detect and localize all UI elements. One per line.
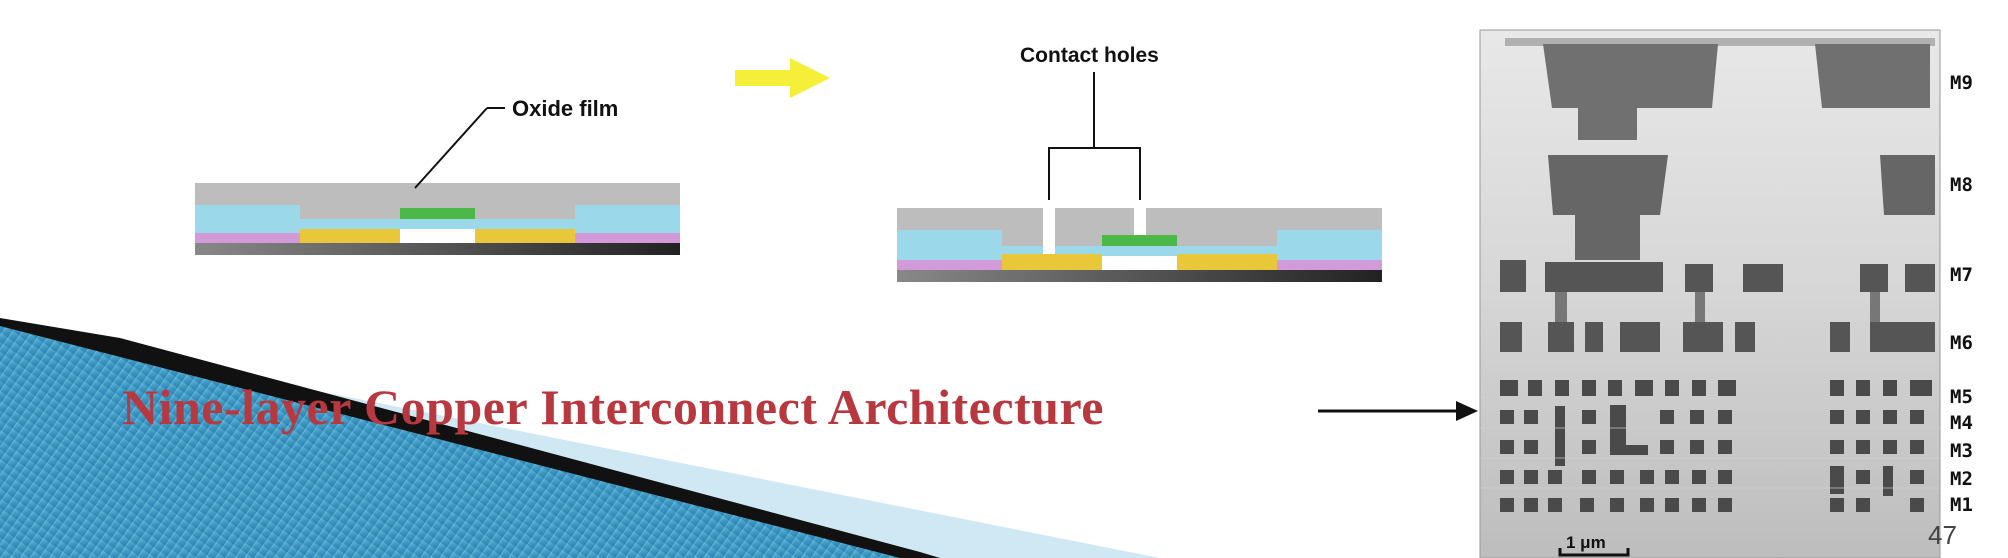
contact-holes-label: Contact holes <box>1020 44 1159 67</box>
scale-bar-label: 1 μm <box>1566 533 1606 552</box>
layer-label-m7: M7 <box>1950 264 1973 286</box>
layer-label-m5: M5 <box>1950 386 1973 408</box>
layer-label-m2: M2 <box>1950 468 1973 490</box>
layer-label-m4: M4 <box>1950 412 1973 434</box>
page-number: 47 <box>1928 520 1957 550</box>
layer-label-m8: M8 <box>1950 174 1973 196</box>
layer-label-m6: M6 <box>1950 332 1973 354</box>
slide-title: Nine-layer Copper Interconnect Architect… <box>122 379 1104 435</box>
layer-label-m1: M1 <box>1950 494 1973 516</box>
layer-label-m3: M3 <box>1950 440 1973 462</box>
layer-label-m9: M9 <box>1950 72 1973 94</box>
oxide-film-label: Oxide film <box>512 96 619 121</box>
